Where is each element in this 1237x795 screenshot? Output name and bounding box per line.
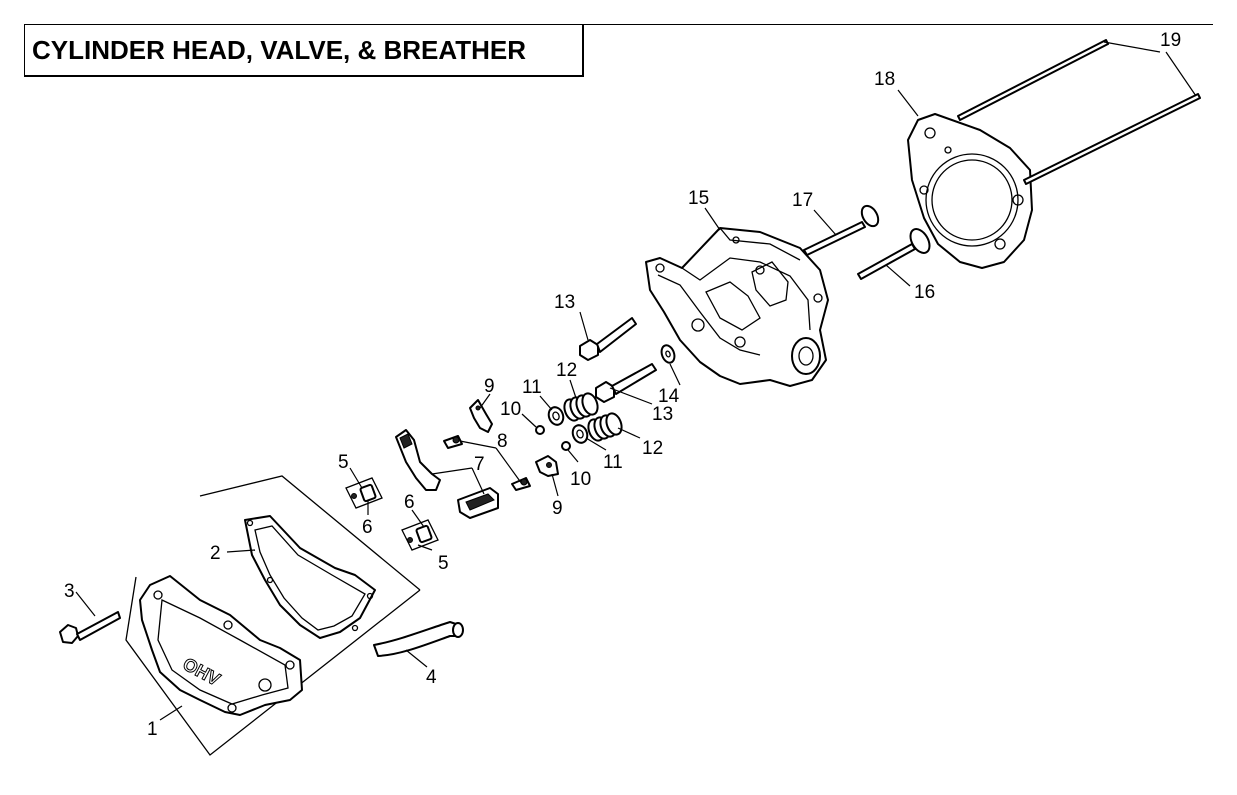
- callout-8: 8: [497, 431, 508, 452]
- callout-1: 1: [147, 719, 158, 740]
- callout-12a: 12: [556, 360, 577, 381]
- callout-labels: 1 2 3 4 5 5 6 6 7 8 9 9 10 10 11 11 12 1…: [64, 30, 1181, 740]
- rocker-arm-upper: [395, 429, 441, 491]
- top-rule: [24, 24, 1213, 25]
- callout-2: 2: [210, 543, 221, 564]
- exhaust-valve: [857, 228, 931, 280]
- callout-5b: 5: [438, 553, 449, 574]
- cylinder-head: [645, 227, 829, 387]
- callout-7: 7: [474, 454, 485, 475]
- rocker-pivot-lower: [511, 477, 531, 491]
- callout-6b: 6: [404, 492, 415, 513]
- callout-4: 4: [426, 667, 437, 688]
- leader-lines: [75, 41, 1197, 721]
- head-bolt-lower: [595, 363, 657, 403]
- callout-13a: 13: [554, 292, 575, 313]
- cover-assembly-outline: [125, 475, 421, 756]
- intake-valve: [803, 204, 880, 256]
- callout-13b: 13: [652, 404, 673, 425]
- breather-hose: [373, 621, 464, 657]
- valve-spring-upper: [563, 392, 599, 422]
- callout-6a: 6: [362, 517, 373, 538]
- callout-19: 19: [1160, 30, 1181, 51]
- page-title: CYLINDER HEAD, VALVE, & BREATHER: [32, 34, 527, 65]
- callout-14: 14: [658, 386, 680, 407]
- callout-10b: 10: [570, 469, 591, 490]
- washer: [660, 344, 676, 364]
- callout-17: 17: [792, 190, 813, 211]
- head-bolt-upper: [579, 317, 637, 361]
- callout-3: 3: [64, 581, 75, 602]
- pushrod-guide-lower: [535, 455, 559, 477]
- callout-11a: 11: [522, 377, 542, 398]
- callout-5a: 5: [338, 452, 349, 473]
- rocker-arm-lower: [457, 487, 499, 519]
- head-gasket: [907, 113, 1033, 269]
- callout-10a: 10: [500, 399, 521, 420]
- rocker-stud-upper: [345, 477, 383, 509]
- callout-9a: 9: [484, 376, 495, 397]
- pushrod-lower: [1023, 93, 1201, 185]
- pushrod-upper: [957, 39, 1109, 121]
- cover-bolt: [59, 611, 121, 644]
- callout-12b: 12: [642, 438, 663, 459]
- title-box: CYLINDER HEAD, VALVE, & BREATHER: [24, 25, 584, 77]
- rocker-pivot-upper: [443, 435, 463, 449]
- callout-15: 15: [688, 188, 709, 209]
- spring-retainer-lower: [571, 424, 589, 444]
- valve-keeper-lower: [561, 441, 571, 451]
- callout-11b: 11: [603, 452, 623, 473]
- callout-9b: 9: [552, 498, 563, 519]
- callout-18: 18: [874, 69, 895, 90]
- cover-gasket: [244, 515, 376, 639]
- spring-retainer-upper: [547, 406, 565, 426]
- valve-keeper-upper: [535, 425, 545, 435]
- pushrod-guide-upper: [469, 399, 493, 433]
- valve-cover: OHV: [139, 575, 303, 716]
- valve-spring-lower: [587, 412, 623, 442]
- callout-16: 16: [914, 282, 935, 303]
- rocker-stud-lower: [401, 519, 439, 551]
